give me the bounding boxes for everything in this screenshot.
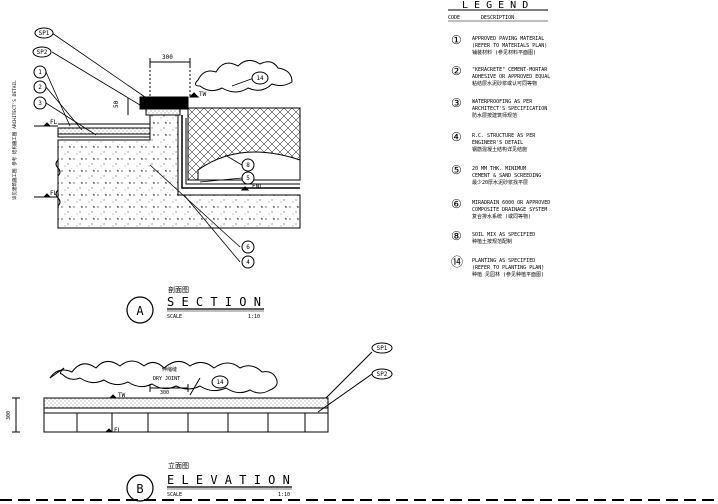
elevation-marker: B — [136, 482, 143, 496]
elevation-drawing — [12, 351, 373, 433]
planting-cloud-elevation — [49, 360, 278, 394]
legend-item-line: WATERPROOFING AS PER — [472, 99, 533, 105]
legend-item-line: (REFER TO PLANTING PLAN) — [472, 265, 544, 271]
callout-4: 4 — [246, 259, 250, 266]
callout-2: 2 — [38, 84, 42, 91]
legend-item-code: ④ — [451, 130, 462, 144]
section-drawing — [34, 58, 301, 229]
legend-item-code: ② — [451, 64, 462, 78]
legend-item: ① APPROVED PAVING MATERIAL(REFER TO MATER… — [451, 33, 547, 56]
planting-cloud — [194, 60, 293, 93]
legend-item-line: 种植土按规范配制 — [472, 238, 512, 245]
dim-side-section: 50 — [113, 100, 120, 108]
elev-expansion-label: 伸缩缝 — [162, 366, 177, 373]
level-fl2-section: FL — [50, 190, 58, 197]
legend-item-line: "KERACRETE" CEMENT-MORTAR — [472, 67, 548, 73]
level-fnl-section: FNL — [252, 183, 263, 190]
dim-top-section: 300 — [162, 54, 173, 61]
wall-top-elevation — [43, 397, 329, 409]
elev-callout-sp2: SP2 — [377, 371, 388, 378]
legend-item-line: ADHESIVE OR APPROVED EQUAL — [472, 74, 550, 80]
legend-item-line: SOIL MIX AS SPECIFIED — [472, 232, 535, 238]
legend-item-line: 铺装材料 (参见材料平面图) — [472, 49, 536, 56]
elevation-title: E L E V A T I O N — [167, 473, 290, 487]
legend-item-code: ③ — [451, 96, 462, 110]
legend-item-line: CEMENT & SAND SCREEDING — [472, 173, 541, 179]
legend-item-line: 复合排水系统 (或同等物) — [472, 213, 531, 220]
coping-stone — [139, 96, 189, 110]
callout-sp1: SP1 — [39, 30, 50, 37]
callout-14: 14 — [256, 75, 264, 82]
legend-item-code: ① — [451, 33, 462, 47]
legend-col-code: CODE — [448, 15, 460, 21]
legend-item-code: ⑭ — [451, 255, 463, 269]
legend-item-code: ⑧ — [451, 229, 462, 243]
callout-8: 8 — [246, 162, 250, 169]
section-title-cn: 剖面图 — [168, 285, 189, 294]
legend-item-line: ENGINEER'S DETAIL — [472, 140, 523, 146]
legend-item-line: APPROVED PAVING MATERIAL — [472, 36, 544, 42]
mortar-layer — [57, 133, 151, 138]
callout-sp2: SP2 — [37, 49, 48, 56]
legend-item-line: COMPOSITE DRAINAGE SYSTEM — [472, 207, 547, 213]
elevation-scale-label: SCALE — [167, 492, 182, 498]
elev-dim-note: DRY JOINT — [153, 376, 180, 382]
side-note-section: 详见建筑施工图 参考 结构施工图 ARCHITECT'S DETAIL — [11, 80, 18, 200]
legend-item-line: 最少20厚水泥砂浆找平层 — [472, 179, 528, 186]
callout-5: 5 — [246, 175, 250, 182]
legend-title: L E G E N D — [462, 0, 528, 11]
legend-item-line: 钢筋混凝土结构详见结施 — [472, 146, 527, 153]
elevation-scale: 1:10 — [278, 492, 290, 498]
section-scale-label: SCALE — [167, 314, 182, 320]
wall-body-elevation — [43, 407, 329, 433]
paving-layer — [57, 127, 151, 135]
legend-item-line: 20 MM THK. MINIMUM — [472, 166, 526, 172]
elev-level-tw: TW — [118, 392, 126, 399]
legend-col-description: DESCRIPTION — [481, 15, 514, 21]
legend-item-line: (REFER TO MATERIALS PLAN) — [472, 43, 547, 49]
legend-item-line: R.C. STRUCTURE AS PER — [472, 133, 536, 139]
callout-6: 6 — [246, 244, 250, 251]
elevation-callouts: SP1 SP2 14 TW FL 伸缩缝 DRY JOINT 300 300 — [6, 342, 393, 434]
legend-item-line: 防水层按建筑师规范 — [472, 112, 517, 119]
elevation-title-block: B 立面图 E L E V A T I O N SCALE 1:10 — [126, 461, 292, 502]
legend-item-line: 粘结层水泥砂浆或认可同等物 — [472, 80, 537, 87]
section-marker: A — [136, 304, 144, 318]
legend-item-line: PLANTING AS SPECIFIED — [472, 258, 535, 264]
elev-callout-14: 14 — [216, 379, 224, 386]
legend-item-line: 种植 见园林 (参见种植平面图) — [472, 271, 544, 278]
section-leaders — [45, 32, 255, 263]
waterproofing-line — [181, 115, 300, 189]
elev-dim-left: 300 — [6, 411, 12, 420]
callout-1: 1 — [38, 69, 42, 76]
legend-item: ⑭ PLANTING AS SPECIFIED(REFER TO PLANTING… — [451, 255, 544, 278]
section-labels: TW FL FL FNL 300 50 详见建筑施工图 参考 结构施工图 ARC… — [11, 54, 263, 200]
legend-item-code: ⑤ — [451, 163, 462, 177]
legend-item-line: ARCHITECT'S SPECIFICATION — [472, 106, 547, 112]
level-fl-section: FL — [50, 119, 58, 126]
level-tw-section: TW — [199, 91, 207, 98]
section-scale: 1:10 — [248, 314, 260, 320]
elevation-title-cn: 立面图 — [168, 461, 189, 470]
legend: L E G E N D CODE DESCRIPTION ① APPROVED P… — [448, 0, 550, 278]
legend-item-line: MIRADRAIN 6000 OR APPROVED — [472, 200, 550, 206]
elev-dim-mid: 300 — [160, 390, 169, 396]
section-title-block: A 剖面图 S E C T I O N SCALE 1:10 — [126, 285, 264, 324]
elev-callout-sp1: SP1 — [377, 345, 388, 352]
section-title: S E C T I O N — [167, 295, 261, 309]
section-callouts: SP1 SP2 1 2 3 6 4 8 5 14 — [32, 27, 269, 269]
callout-3: 3 — [38, 100, 42, 107]
legend-item-code: ⑥ — [451, 197, 462, 211]
elev-level-fl: FL — [114, 427, 122, 434]
